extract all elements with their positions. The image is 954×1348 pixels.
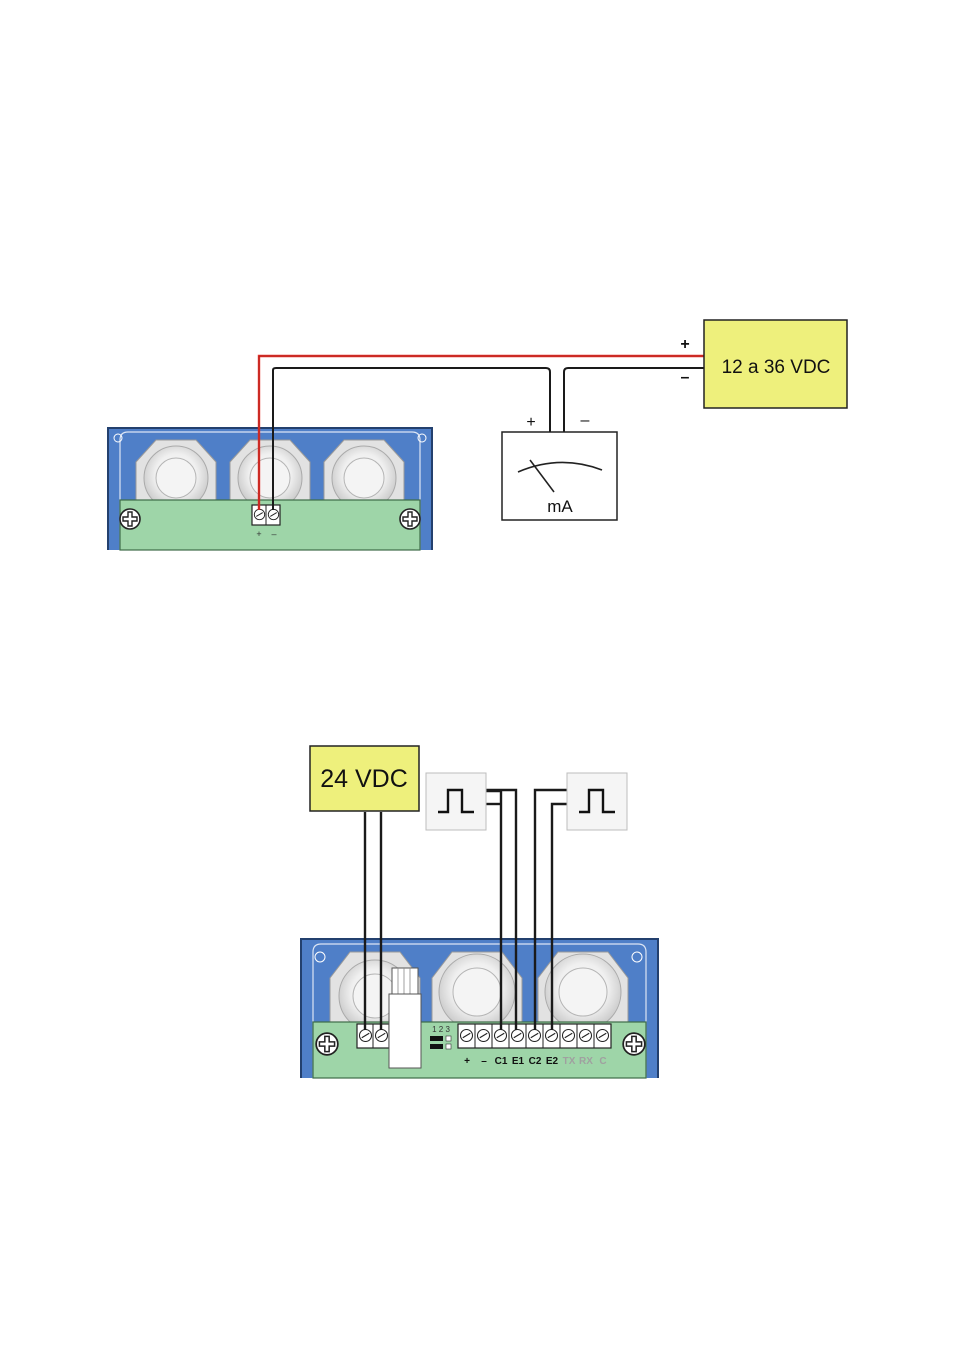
supply-24vdc-label: 24 VDC	[320, 765, 408, 793]
wire-black-loop-2	[563, 367, 704, 432]
terminal-labels: + – C1 E1 C2 E2 TX RX C	[464, 1056, 607, 1067]
power-supply-24vdc: 24 VDC	[309, 745, 420, 812]
cable-gland-5	[431, 951, 523, 1031]
wire-pulse2-e2	[550, 802, 567, 1030]
supply-minus-label: –	[681, 369, 690, 386]
pulse-wave-icon	[438, 788, 474, 814]
dip-switch-3[interactable]	[445, 1035, 452, 1042]
supply-voltage-label: 12 a 36 VDC	[722, 357, 831, 378]
cable-gland-6	[537, 951, 629, 1031]
dip-switch-2[interactable]	[430, 1044, 443, 1049]
mounting-screw-icon	[315, 1032, 339, 1056]
meter-unit-label: mA	[547, 497, 573, 516]
terminal-label-e1: E1	[512, 1056, 525, 1067]
meter-minus-label: –	[581, 412, 590, 429]
pulse-receiver-1	[425, 772, 487, 831]
terminal-plus-label: +	[256, 529, 261, 539]
wire-black-loop-1	[272, 367, 551, 510]
terminal-minus-label: –	[271, 529, 276, 539]
wire-pulse2-c2	[533, 788, 567, 1030]
power-supply-12-36vdc: 12 a 36 VDC + –	[680, 319, 848, 409]
wire-pulse1-e1	[486, 788, 518, 1030]
diagram-pulse-outputs: 1 2 3	[300, 745, 659, 1079]
mounting-screw-icon	[622, 1032, 646, 1056]
terminal-label-plus: +	[464, 1056, 470, 1067]
signal-terminal-screws	[459, 1024, 610, 1048]
terminal-screw-icon	[253, 508, 266, 521]
connector-plug	[388, 967, 422, 1069]
dip-switch-1[interactable]	[430, 1036, 443, 1041]
meter-needle-icon	[529, 459, 555, 493]
meter-scale-arc	[517, 461, 603, 473]
diagram-4-20ma-loop: + – 12 a 36 VDC + – mA + –	[107, 319, 848, 551]
terminal-label-minus: –	[481, 1056, 487, 1067]
mounting-screw-icon	[399, 508, 421, 530]
wire-red-outline	[258, 355, 704, 510]
terminal-screw-icon	[358, 1028, 373, 1043]
terminal-label-c: C	[599, 1056, 606, 1067]
terminal-label-rx: RX	[579, 1056, 593, 1067]
terminal-label-c2: C2	[529, 1056, 542, 1067]
terminal-label-e2: E2	[546, 1056, 559, 1067]
terminal-screw-icon	[374, 1028, 389, 1043]
pulse-receiver-2	[566, 772, 628, 831]
pulse-wave-icon	[579, 788, 615, 814]
terminal-label-c1: C1	[495, 1056, 508, 1067]
milliammeter: mA + –	[501, 412, 618, 521]
meter-plus-label: +	[526, 414, 535, 431]
supply-plus-label: +	[680, 336, 689, 353]
terminal-screw-icon	[267, 508, 280, 521]
transmitter-enclosure-2: 1 2 3	[300, 938, 659, 1079]
transmitter-enclosure-1: + –	[107, 427, 433, 551]
dip-switch-numbers: 1 2 3	[432, 1025, 450, 1034]
mounting-screw-icon	[119, 508, 141, 530]
terminal-label-tx: TX	[563, 1056, 576, 1067]
cable-gland-3	[323, 439, 405, 511]
